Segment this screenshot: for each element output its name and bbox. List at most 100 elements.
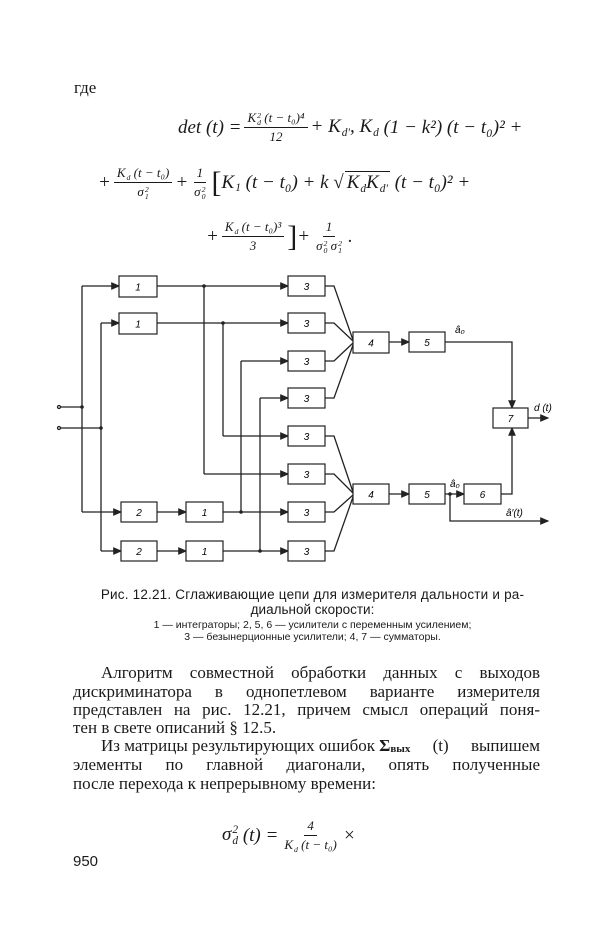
fraction-denominator: K d (t − t₀) (281, 836, 340, 854)
block-label: 3 (304, 282, 310, 293)
formula-text: + (175, 171, 189, 193)
formula-superscript: 2 (323, 238, 328, 248)
formula-text: K (346, 172, 360, 194)
formula-subscript: 1 (235, 182, 241, 195)
formula-text: (t − t₀)³ (238, 219, 282, 234)
formula-text: σ (137, 184, 144, 200)
formula-text: K (247, 110, 257, 125)
formula-scripts: d (360, 173, 366, 195)
block-summator-4 (352, 331, 390, 354)
paragraph-2-line: элементы по главной диагонали, опять пол… (73, 755, 540, 774)
formula-text: (1 − k²) (t − t₀)² + (378, 116, 523, 138)
block-variable-gain-amp-6 (463, 483, 502, 505)
sigma-out-symbol: Σ (379, 736, 391, 755)
label-output-d: d (t) (534, 403, 552, 414)
formula-term: 12 (269, 129, 282, 144)
paragraph-2-line-1: Из матрицы результирующих ошибок Σ вых (… (101, 736, 540, 756)
paragraph-1-line: Алгоритм совместной обработки данных с в… (101, 663, 540, 682)
formula-term: + (175, 172, 188, 194)
formula-bracket: ] (287, 219, 298, 253)
formula-subscript: 0 (201, 192, 206, 202)
block-label: 1 (202, 508, 208, 519)
formula-text: + K (310, 116, 341, 138)
paragraph-1-line: представлен на рис. 12.21, причем смысл … (73, 700, 540, 719)
fraction-denominator: 12 (266, 128, 285, 145)
label-a0-hat-top: â₀ (455, 325, 465, 336)
formula-term: (1 − k²) (t − t₀)² + (379, 117, 523, 139)
block-label: 5 (424, 338, 430, 349)
formula-text: 12 (269, 129, 283, 145)
block-label: 3 (304, 547, 310, 558)
block-label: 2 (135, 508, 142, 519)
formula-term: + (206, 226, 219, 248)
label-a0-hat-bottom: â₀ (450, 479, 460, 490)
formula-term: K d (225, 219, 239, 236)
block-integrator (118, 275, 158, 298)
formula-fraction: K d (t − t₀)³ 3 (221, 219, 285, 254)
block-label: 3 (304, 357, 310, 368)
block-inertialess-amp (287, 501, 326, 523)
formula-text: K (284, 837, 294, 852)
figure-caption-title-2: диальной скорости: (250, 602, 375, 617)
block-label: 7 (508, 414, 514, 425)
block-label: 3 (304, 508, 310, 519)
formula-superscript: 2 (257, 110, 262, 120)
formula-scripts: 1 (235, 173, 241, 195)
formula-subscript: d′ (379, 182, 388, 195)
formula-scripts: d′ (380, 173, 388, 195)
formula-text: + (98, 171, 111, 193)
formula-scripts: d (235, 221, 239, 235)
block-label: 3 (304, 394, 310, 405)
formula-text: (t) = (238, 824, 279, 846)
formula-text: 1 (196, 165, 204, 181)
formula-term: + (98, 172, 111, 194)
formula-term: (t − t₀) (298, 837, 337, 852)
formula-superscript: 2 (144, 185, 149, 195)
block-integrator (118, 312, 158, 335)
formula-text: 1 (325, 219, 333, 234)
fraction-numerator: 4 (304, 818, 317, 836)
formula-term: (t − t₀)⁴ (261, 110, 304, 125)
paragraph-1-line: тен в свете описаний § 12.5. (73, 718, 277, 737)
paragraph-2-text: Из матрицы результирующих ошибок (101, 736, 380, 755)
fraction-denominator: 3 (247, 237, 260, 254)
block-inertialess-amp (287, 350, 326, 372)
block-integrator (185, 540, 224, 562)
block-inertialess-amp (287, 387, 326, 409)
formula-text: σ (316, 238, 323, 253)
formula-text: σ (194, 184, 201, 200)
formula-subscript: d (373, 127, 379, 140)
formula-term: (t − t₀)² + (390, 172, 470, 194)
formula-term: (t − t₀) + k √ (241, 172, 344, 194)
block-inertialess-amp (287, 463, 326, 485)
formula-scripts: d (373, 117, 379, 139)
block-variable-gain-amp-5 (408, 483, 446, 505)
formula-bracket: [ (211, 165, 222, 199)
figure-caption-legend-1: 1 — интеграторы; 2, 5, 6 — усилители с п… (153, 619, 472, 631)
block-variable-gain-amp-5 (408, 331, 446, 353)
formula-term: K d (346, 172, 366, 195)
block-integrator (185, 501, 224, 523)
input-terminal-1 (56, 404, 62, 410)
fraction-numerator: 1 (193, 165, 207, 184)
formula-text: (t − t₀)⁴ (261, 110, 305, 125)
figure-caption-title-1: Рис. 12.21. Сглаживающие цепи для измери… (100, 587, 525, 602)
block-inertialess-amp (287, 275, 326, 297)
block-variable-gain-amp-2 (120, 540, 158, 562)
block-variable-gain-amp-2 (120, 501, 158, 523)
formula-term: 1 (197, 165, 204, 180)
formula-term: K d (284, 837, 298, 854)
formula-term: 3 (250, 238, 257, 253)
